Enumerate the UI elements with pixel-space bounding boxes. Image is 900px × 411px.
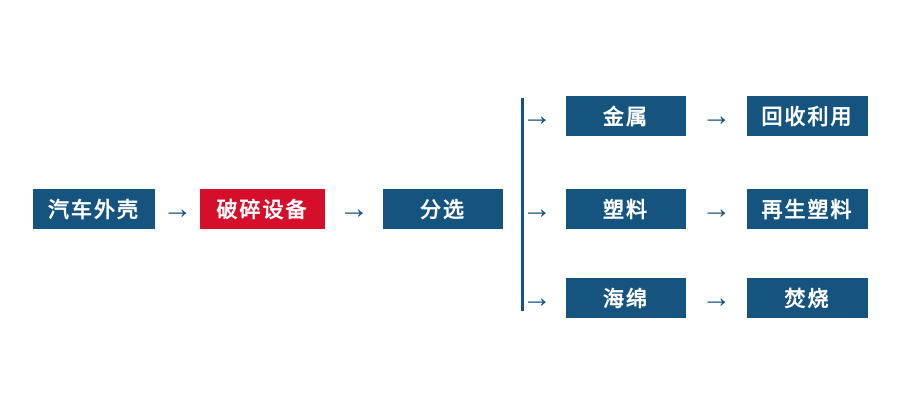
arrow-right-icon: → — [339, 192, 369, 225]
arrow-right-icon: → — [522, 192, 552, 225]
arrow-right-icon: → — [522, 99, 552, 132]
arrow-right-icon: → — [701, 281, 732, 314]
node-metal: 金属 — [566, 96, 686, 136]
node-sorting: 分选 — [383, 189, 503, 229]
node-sponge: 海绵 — [566, 278, 686, 318]
arrow-right-icon: → — [701, 99, 732, 132]
arrow-right-icon: → — [162, 192, 193, 225]
branch-connector-line — [521, 98, 524, 311]
node-plastic: 塑料 — [566, 189, 686, 229]
node-car-shell: 汽车外壳 — [33, 189, 155, 229]
node-incineration: 焚烧 — [747, 278, 868, 318]
arrow-right-icon: → — [701, 192, 732, 225]
node-recycled-plastic: 再生塑料 — [747, 189, 868, 229]
node-crushing-equipment: 破碎设备 — [200, 189, 325, 229]
arrow-right-icon: → — [522, 281, 552, 314]
node-recycling-reuse: 回收利用 — [747, 96, 868, 136]
